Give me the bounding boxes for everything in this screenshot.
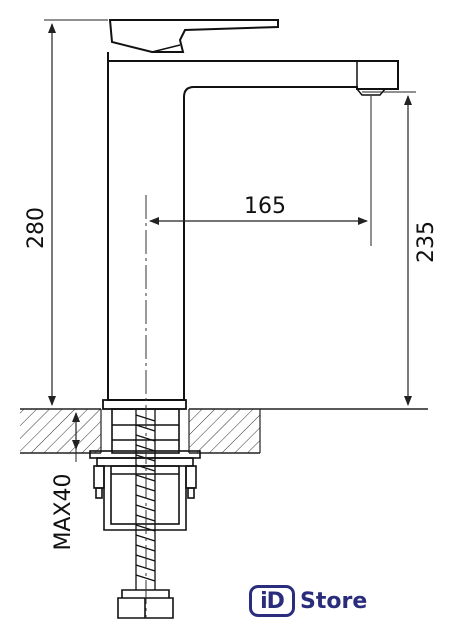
- dimension-label-165: 165: [244, 194, 286, 219]
- dimension-spout-reach: 165: [149, 96, 372, 246]
- logo-mark: iD: [260, 588, 285, 614]
- faucet-body: [102, 19, 399, 410]
- dimension-label-235: 235: [414, 221, 439, 263]
- dimension-max-thickness: MAX40: [51, 412, 80, 551]
- brand-logo: iD Store: [249, 585, 367, 617]
- threaded-rod: [135, 409, 156, 590]
- countertop-section: [20, 406, 428, 456]
- logo-word: Store: [300, 588, 368, 614]
- dimension-total-height: 280: [24, 19, 108, 406]
- dimension-spout-height: 235: [362, 91, 439, 406]
- logo-mark-box: iD: [249, 585, 295, 617]
- dimension-label-280: 280: [24, 207, 49, 249]
- side-bolts: [93, 465, 197, 499]
- mounting-hardware: [89, 408, 201, 619]
- handle-lever: [108, 19, 279, 53]
- dimension-label-max40: MAX40: [51, 473, 76, 550]
- faucet-column: [107, 52, 399, 401]
- clamp-bracket: [103, 466, 187, 531]
